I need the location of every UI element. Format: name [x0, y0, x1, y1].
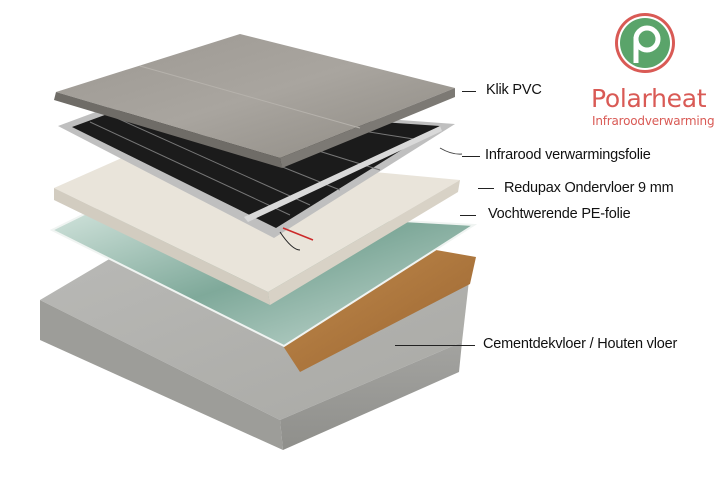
- brand-tagline: Infraroodverwarming: [592, 114, 715, 128]
- leader-line-klik-pvc: [462, 91, 476, 92]
- polarheat-logo-badge: [615, 13, 675, 73]
- leader-line-infrarood: [462, 156, 480, 157]
- brand-name: Polarheat: [591, 84, 707, 113]
- layer-label-klik-pvc: Klik PVC: [486, 82, 542, 98]
- layer-label-ondergrond: Cementdekvloer / Houten vloer: [483, 336, 678, 352]
- leader-line-redupax: [478, 188, 494, 189]
- klik-pvc-layer: [54, 34, 455, 168]
- layer-label-infrarood: Infrarood verwarmingsfolie: [485, 147, 651, 163]
- leader-line-pe-folie: [460, 215, 476, 216]
- wood-floor-layer: [283, 250, 476, 372]
- layer-label-redupax: Redupax Ondervloer 9 mm: [504, 180, 674, 196]
- leader-line-ondergrond: [395, 345, 475, 346]
- layer-label-pe-folie: Vochtwerende PE-folie: [488, 206, 631, 222]
